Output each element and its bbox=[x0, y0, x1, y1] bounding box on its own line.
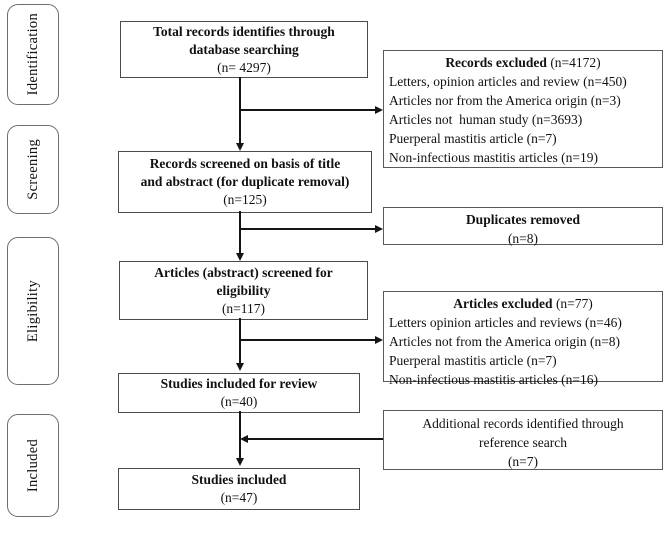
stage-included-label: Included bbox=[24, 438, 41, 493]
stage-screening: Screening bbox=[7, 125, 59, 214]
studies-included-line1: Studies included bbox=[191, 472, 287, 487]
articles-excluded-title: Articles excluded (n=77) bbox=[389, 294, 657, 313]
records-excluded-item: Articles not human study (n=3693) bbox=[389, 112, 583, 127]
articles-excluded-item: Non-infectious mastitis articles (n=16) bbox=[389, 372, 598, 387]
additional-records-line1: Additional records identified through bbox=[422, 416, 624, 431]
arrow-line-additional-records bbox=[248, 438, 383, 440]
arrow-line-duplicates-removed bbox=[240, 228, 375, 230]
total-records-count: (n= 4297) bbox=[217, 59, 271, 75]
arrowhead-down-box3-icon bbox=[235, 253, 244, 261]
articles-excluded-item: Puerperal mastitis article (n=7) bbox=[389, 353, 557, 368]
studies-review-count: (n=40) bbox=[220, 394, 258, 409]
arrowhead-down-box2-icon bbox=[235, 143, 244, 151]
total-records-line2: database searching bbox=[189, 41, 299, 57]
articles-excluded-item: Letters opinion articles and reviews (n=… bbox=[389, 315, 622, 330]
articles-excluded-item: Articles not from the America origin (n=… bbox=[389, 334, 621, 349]
stage-identification: Identification bbox=[7, 4, 59, 105]
records-screened-line1: Records screened on basis of title bbox=[149, 156, 341, 171]
arrowhead-right-records-excluded-icon bbox=[375, 105, 383, 114]
records-excluded-item: Letters, opinion articles and review (n=… bbox=[389, 74, 627, 89]
duplicates-removed-title-text: Duplicates removed bbox=[465, 212, 581, 227]
articles-excluded-title-text: Articles excluded bbox=[453, 296, 553, 311]
stage-eligibility: Eligibility bbox=[7, 237, 59, 385]
records-excluded-item: Non-infectious mastitis articles (n=19) bbox=[389, 150, 598, 165]
arrowhead-right-articles-excluded-icon bbox=[375, 335, 383, 344]
arrowhead-down-box5-icon bbox=[235, 458, 244, 466]
arrow-line-box3-box4 bbox=[239, 318, 241, 364]
records-excluded-title: Records excluded (n=4172) bbox=[389, 53, 657, 72]
additional-records-box: Additional records identified through re… bbox=[383, 410, 663, 470]
records-excluded-title-text: Records excluded bbox=[445, 55, 547, 70]
records-screened-line2: and abstract (for duplicate removal) bbox=[140, 174, 350, 189]
arrowhead-left-additional-records-icon bbox=[240, 434, 248, 443]
articles-screened-count: (n=117) bbox=[221, 300, 266, 316]
records-screened-box: Records screened on basis of title and a… bbox=[118, 151, 372, 213]
articles-screened-line2: eligibility bbox=[216, 282, 271, 298]
arrow-line-articles-excluded bbox=[240, 339, 375, 341]
studies-included-count: (n=47) bbox=[220, 490, 258, 505]
articles-screened-box: Articles (abstract) screened for eligibi… bbox=[119, 261, 368, 320]
stage-eligibility-label: Eligibility bbox=[24, 279, 41, 343]
duplicates-removed-count: (n=8) bbox=[507, 231, 539, 246]
total-records-box: Total records identifies through databas… bbox=[120, 21, 368, 78]
records-excluded-item: Articles nor from the America origin (n=… bbox=[389, 93, 621, 108]
records-excluded-box: Records excluded (n=4172) Letters, opini… bbox=[383, 50, 663, 168]
studies-review-box: Studies included for review (n=40) bbox=[118, 373, 360, 413]
records-excluded-item: Puerperal mastitis article (n=7) bbox=[389, 131, 557, 146]
additional-records-count: (n=7) bbox=[507, 454, 539, 469]
arrow-line-box2-box3 bbox=[239, 211, 241, 254]
records-excluded-count: (n=4172) bbox=[550, 55, 601, 70]
arrowhead-down-box4-icon bbox=[235, 363, 244, 371]
stage-included: Included bbox=[7, 414, 59, 517]
studies-included-box: Studies included (n=47) bbox=[118, 468, 360, 510]
duplicates-removed-box: Duplicates removed (n=8) bbox=[383, 207, 663, 246]
articles-screened-line1: Articles (abstract) screened for bbox=[154, 264, 333, 280]
stage-identification-label: Identification bbox=[24, 13, 41, 96]
articles-excluded-count: (n=77) bbox=[555, 296, 593, 311]
arrow-line-records-excluded bbox=[240, 109, 375, 111]
studies-review-line1: Studies included for review bbox=[160, 376, 318, 391]
duplicates-removed-title: Duplicates removed bbox=[389, 210, 657, 229]
stage-screening-label: Screening bbox=[24, 139, 41, 200]
additional-records-line2: reference search bbox=[478, 435, 568, 450]
total-records-line1: Total records identifies through bbox=[153, 23, 335, 39]
arrowhead-right-duplicates-removed-icon bbox=[375, 224, 383, 233]
articles-excluded-box: Articles excluded (n=77) Letters opinion… bbox=[383, 291, 663, 387]
records-screened-count: (n=125) bbox=[223, 192, 267, 207]
